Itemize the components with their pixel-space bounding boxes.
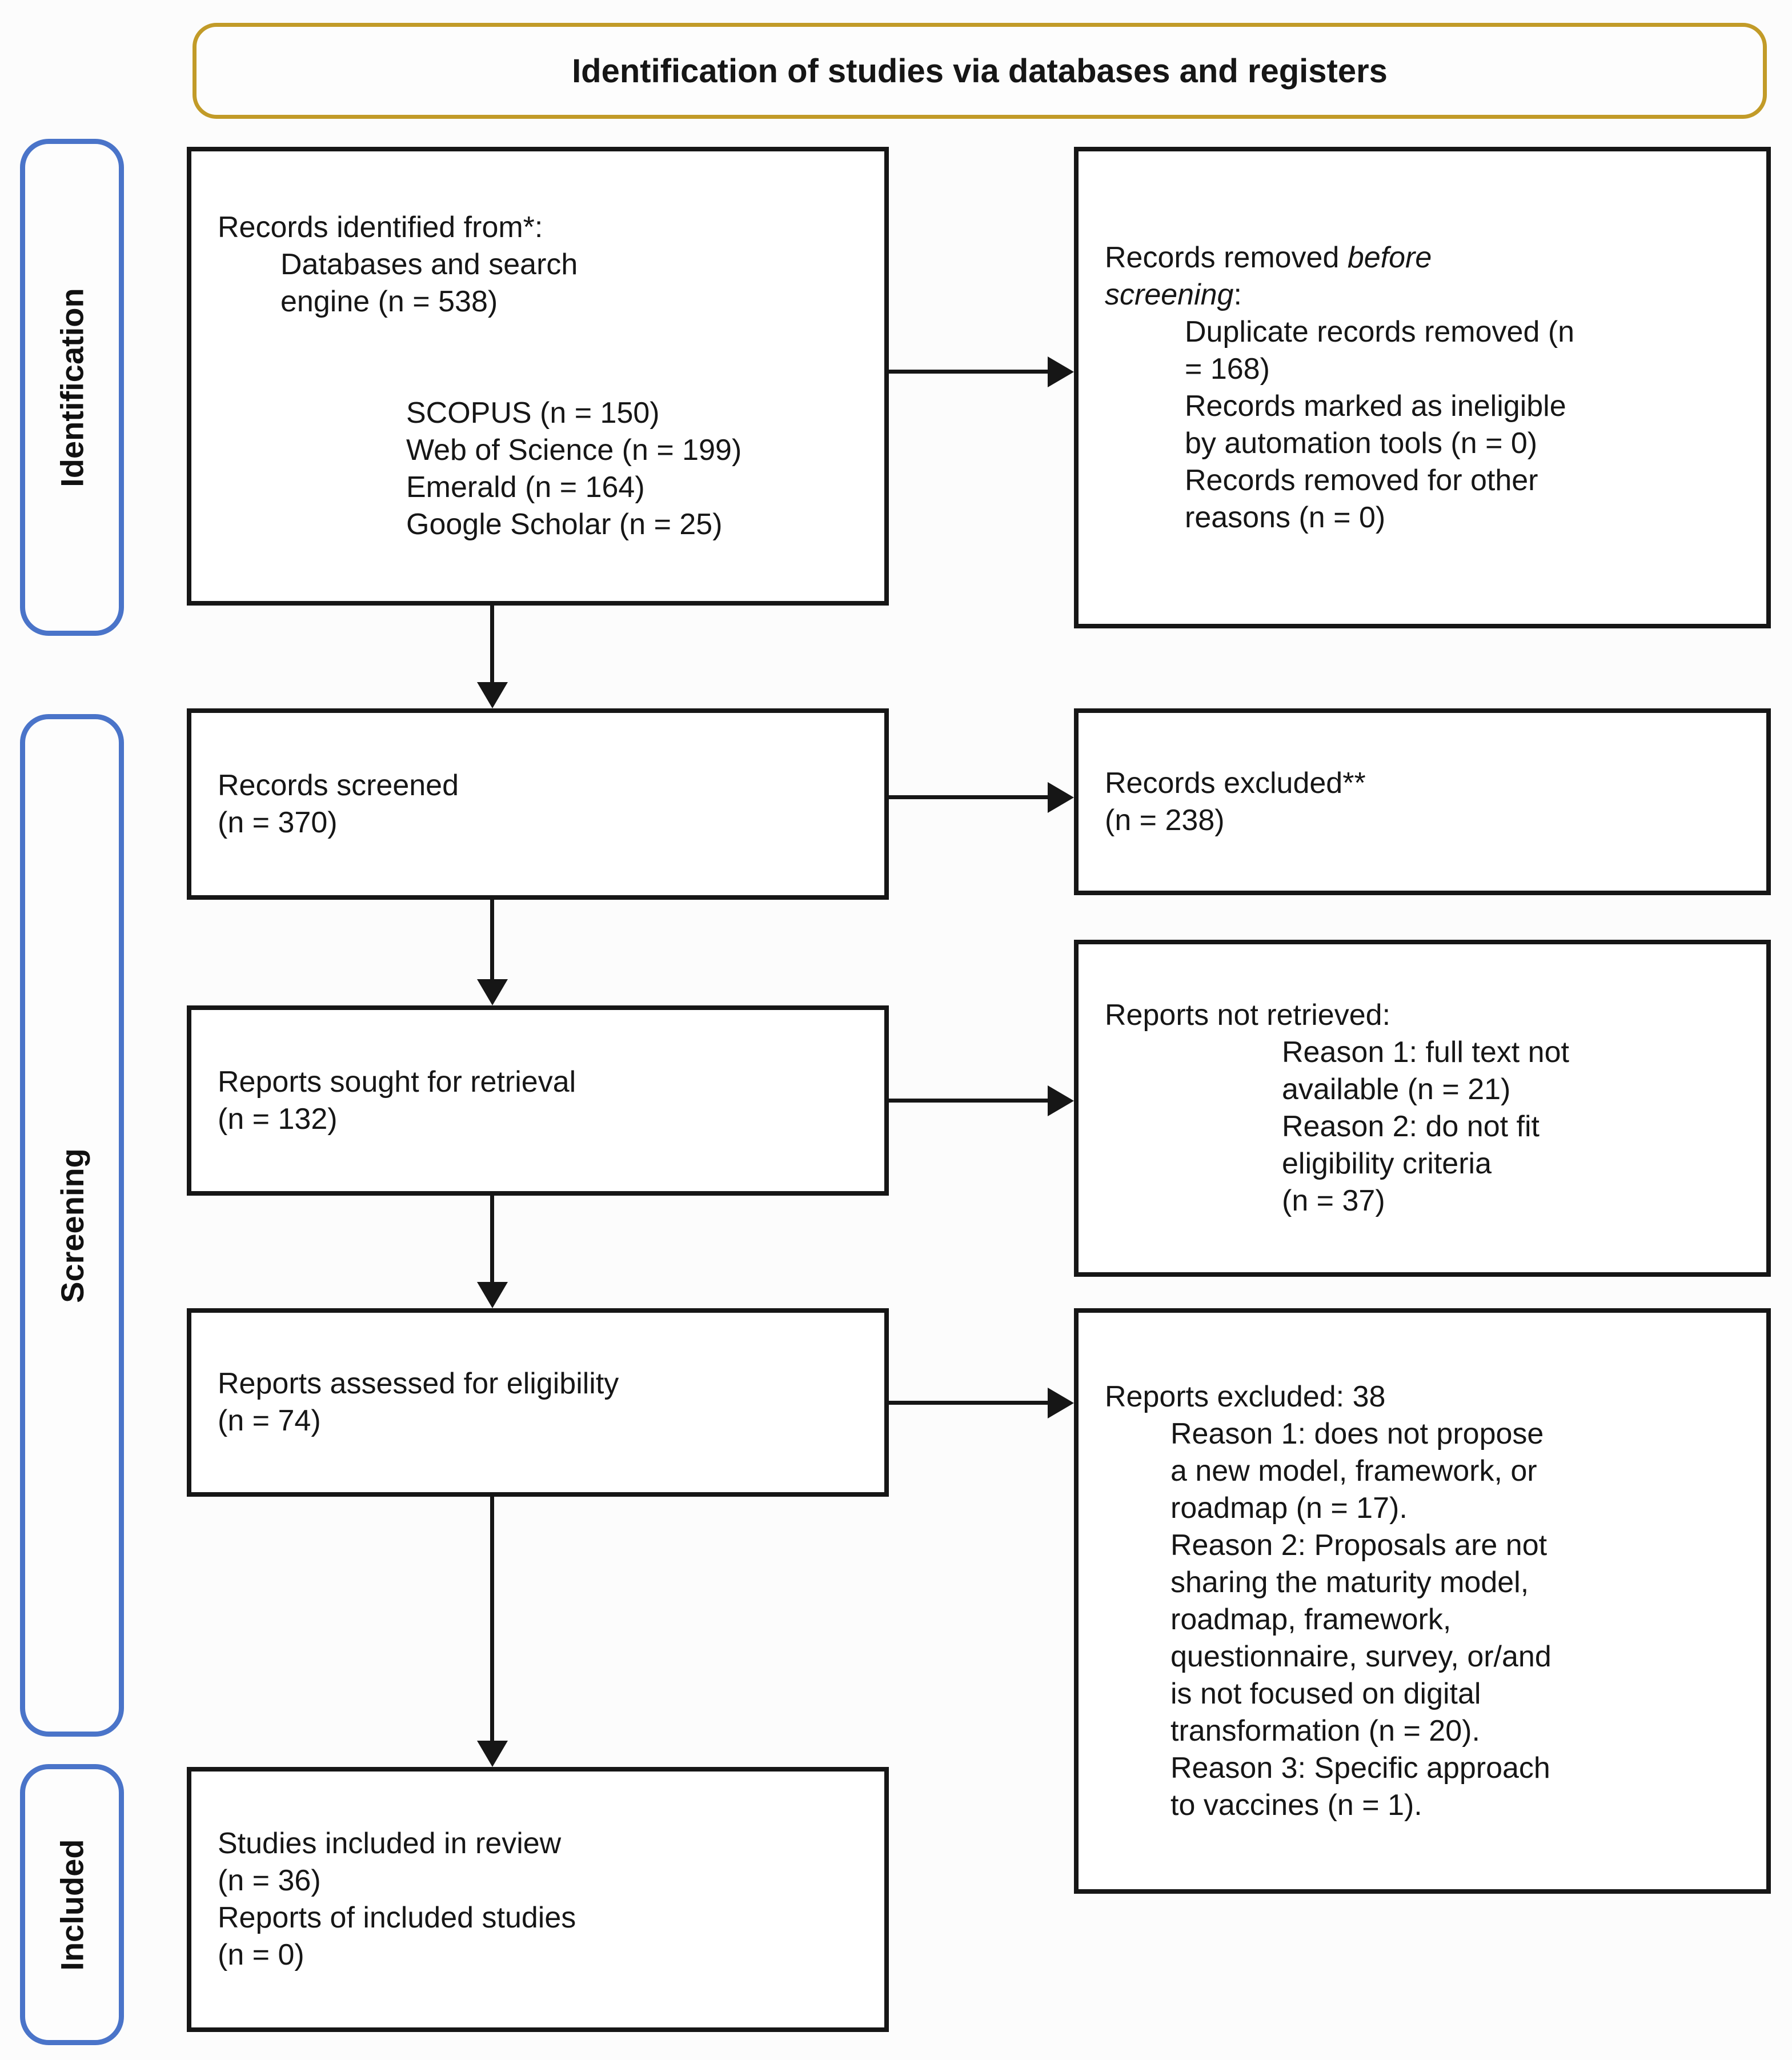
records-excluded-count: (n = 238) (1105, 803, 1225, 837)
reports-excluded-item-line: a new model, framework, or (1170, 1454, 1537, 1488)
arrow-sought-to-assessed (490, 1196, 494, 1283)
reports-excluded-item-line: Reason 1: does not propose (1170, 1417, 1544, 1450)
title-banner: Identification of studies via databases … (193, 23, 1767, 119)
records-screened-count: (n = 370) (218, 805, 338, 839)
source-scopus: SCOPUS (n = 150) (406, 396, 660, 430)
arrow-screened-to-excluded (889, 795, 1049, 799)
diagram-title: Identification of studies via databases … (572, 52, 1388, 90)
reports-not-retrieved-item-line: eligibility criteria (1282, 1147, 1492, 1180)
reports-not-retrieved-item-line: available (n = 21) (1282, 1073, 1511, 1106)
box-reports-sought: Reports sought for retrieval (n = 132) (187, 1005, 889, 1196)
reports-excluded-item-line: to vaccines (n = 1). (1170, 1788, 1422, 1822)
reports-not-retrieved-header: Reports not retrieved: (1105, 999, 1391, 1032)
records-removed-item-line: reasons (n = 0) (1185, 500, 1386, 534)
reports-not-retrieved-item-line: (n = 37) (1282, 1184, 1385, 1217)
reports-not-retrieved-item-line: Reason 1: full text not (1282, 1036, 1569, 1069)
source-web-of-science: Web of Science (n = 199) (406, 434, 742, 467)
reports-excluded-header: Reports excluded: 38 (1105, 1380, 1386, 1413)
records-removed-item-line: Records marked as ineligible (1185, 389, 1566, 423)
records-removed-item-line: = 168) (1185, 352, 1270, 386)
source-google-scholar: Google Scholar (n = 25) (406, 508, 723, 541)
reports-assessed-line: Reports assessed for eligibility (218, 1367, 619, 1400)
records-removed-header-line: Records removed before (1105, 241, 1432, 274)
reports-excluded-item-line: Reason 2: Proposals are not (1170, 1528, 1548, 1562)
records-identified-line: Records identified from*: (218, 211, 543, 244)
box-reports-assessed: Reports assessed for eligibility (n = 74… (187, 1308, 889, 1497)
reports-not-retrieved-item-line: Reason 2: do not fit (1282, 1110, 1540, 1143)
reports-excluded-item-line: Reason 3: Specific approach (1170, 1751, 1550, 1785)
box-reports-not-retrieved: Reports not retrieved: Reason 1: full te… (1074, 940, 1771, 1277)
reports-excluded-item-line: transformation (n = 20). (1170, 1714, 1480, 1748)
box-records-identified: Records identified from*: Databases and … (187, 147, 889, 606)
reports-of-included-line: Reports of included studies (218, 1901, 576, 1934)
arrow-identified-to-screened (490, 606, 494, 683)
stage-label-included-text: Included (54, 1838, 90, 1971)
box-records-excluded: Records excluded** (n = 238) (1074, 708, 1771, 895)
reports-sought-line: Reports sought for retrieval (218, 1065, 576, 1099)
reports-excluded-item-line: is not focused on digital (1170, 1677, 1481, 1710)
stage-label-identification-text: Identification (54, 287, 90, 487)
records-removed-header-line: screening: (1105, 278, 1242, 311)
records-identified-line: engine (n = 538) (280, 285, 498, 318)
studies-included-count: (n = 36) (218, 1864, 321, 1897)
stage-label-screening-text: Screening (54, 1148, 90, 1303)
reports-excluded-item-line: questionnaire, survey, or/and (1170, 1640, 1552, 1673)
reports-of-included-count: (n = 0) (218, 1938, 304, 1971)
source-emerald: Emerald (n = 164) (406, 471, 645, 504)
records-removed-item-line: Records removed for other (1185, 463, 1538, 497)
arrow-screened-to-sought (490, 900, 494, 980)
records-excluded-line: Records excluded** (1105, 766, 1366, 800)
reports-excluded-item-line: sharing the maturity model, (1170, 1565, 1529, 1599)
reports-assessed-count: (n = 74) (218, 1404, 321, 1437)
box-reports-excluded: Reports excluded: 38 Reason 1: does not … (1074, 1308, 1771, 1894)
stage-label-screening: Screening (20, 714, 124, 1737)
arrow-assessed-to-included (490, 1497, 494, 1742)
reports-excluded-item-line: roadmap, framework, (1170, 1602, 1452, 1636)
records-removed-item-line: by automation tools (n = 0) (1185, 426, 1538, 460)
records-screened-line: Records screened (218, 768, 459, 802)
box-records-removed: Records removed before screening: Duplic… (1074, 147, 1771, 628)
arrow-assessed-to-reports-excluded (889, 1401, 1049, 1405)
records-identified-line: Databases and search (280, 248, 578, 281)
box-studies-included: Studies included in review (n = 36) Repo… (187, 1767, 889, 2032)
studies-included-line: Studies included in review (218, 1827, 562, 1860)
reports-excluded-item-line: roadmap (n = 17). (1170, 1491, 1408, 1525)
records-removed-item-line: Duplicate records removed (n (1185, 315, 1575, 348)
stage-label-included: Included (20, 1764, 124, 2045)
stage-label-identification: Identification (20, 139, 124, 636)
arrow-sought-to-not-retrieved (889, 1099, 1049, 1103)
reports-sought-count: (n = 132) (218, 1102, 338, 1136)
box-records-screened: Records screened (n = 370) (187, 708, 889, 900)
arrow-identified-to-removed (889, 370, 1049, 374)
